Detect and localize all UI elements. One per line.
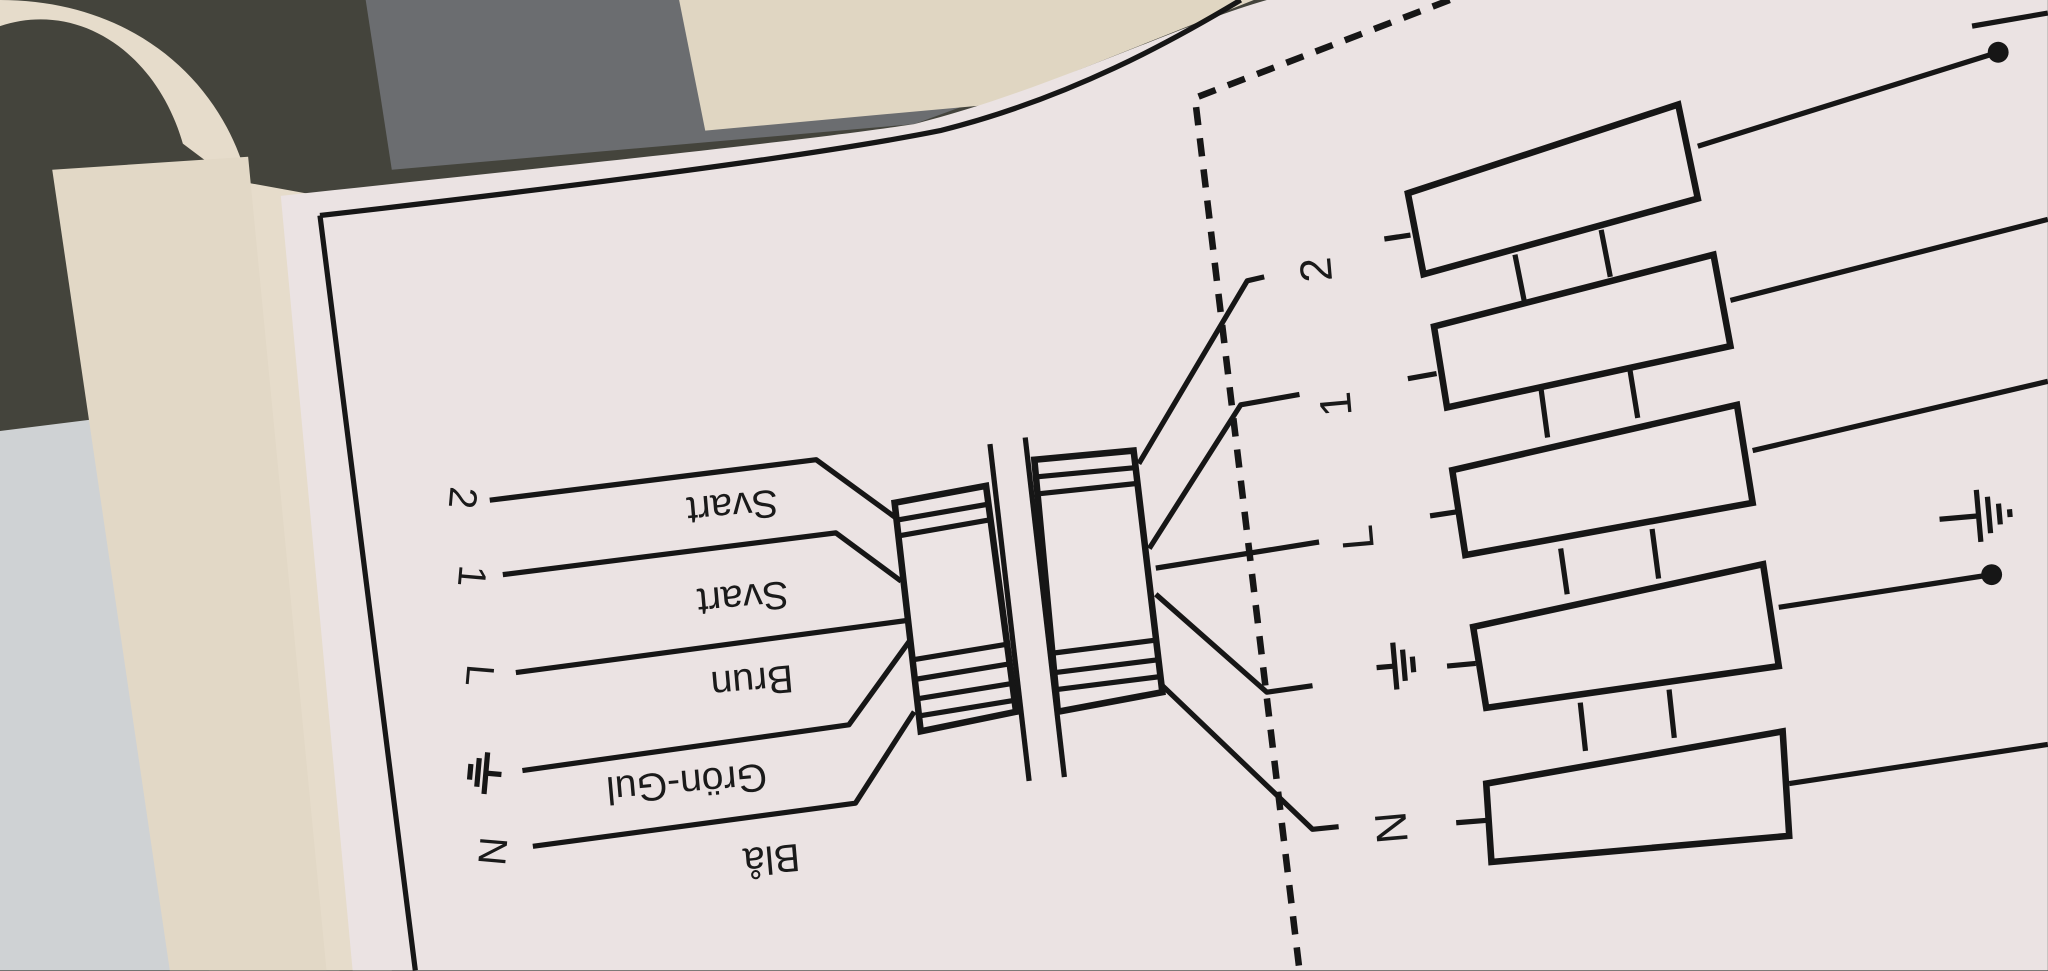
right-earth-icon [1376, 642, 1417, 690]
chassis-earth-icon [1939, 489, 2013, 543]
cable-gland [891, 437, 1166, 782]
right-terminal-1: 1 [1311, 390, 1362, 419]
left-terminal-N: N [469, 835, 514, 867]
surface-beige [679, 0, 1254, 131]
left-terminal-labels: 2 1 L N [440, 485, 515, 867]
right-wires [1136, 274, 1339, 832]
right-terminal-N: N [1366, 810, 1418, 846]
paper-border [317, 0, 1243, 971]
left-terminal-L: L [457, 663, 502, 688]
wire-label-brun: Brun [709, 656, 795, 706]
right-terminal-labels: 2 1 L N [1291, 255, 1418, 845]
wire-label-svart-1: Svart [695, 572, 790, 623]
wire-label-bla: Blå [741, 835, 801, 883]
left-wires [489, 457, 917, 849]
left-terminal-2: 2 [440, 485, 485, 510]
left-earth-icon [466, 752, 502, 795]
terminal-blocks [1383, 100, 1793, 866]
outgoing-wires [1697, 10, 2048, 787]
right-terminal-L: L [1333, 523, 1384, 552]
right-terminal-2: 2 [1291, 255, 1342, 284]
left-terminal-1: 1 [449, 563, 494, 588]
enclosure-dashed-line [1191, 0, 1451, 971]
cable-body [52, 156, 327, 971]
wire-label-svart-2: Svart [685, 481, 780, 532]
wire-color-labels: Svart Svart Brun Grön-Gul Blå [605, 481, 802, 883]
